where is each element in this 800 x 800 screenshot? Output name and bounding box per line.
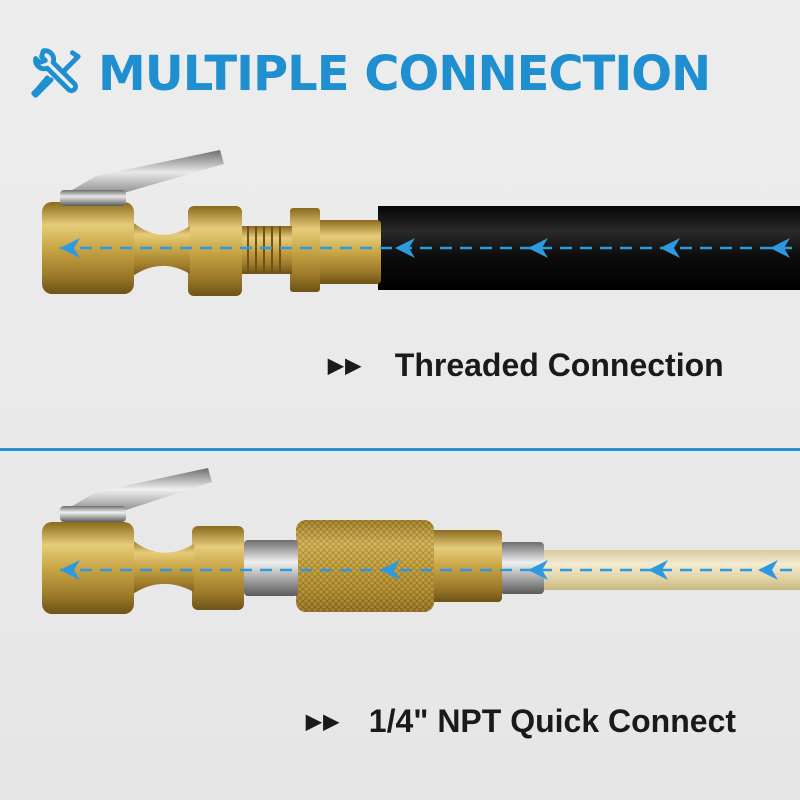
double-arrow-icon: ▶▶ [328, 354, 363, 377]
section-divider [0, 448, 800, 451]
threaded-connection-caption: ▶▶ Threaded Connection [328, 342, 724, 388]
double-arrow-icon: ▶▶ [306, 710, 341, 733]
quick-connect-caption: ▶▶ 1/4" NPT Quick Connect [306, 698, 736, 744]
air-chuck [42, 522, 134, 614]
caption-label: 1/4" NPT Quick Connect [368, 702, 737, 739]
quick-connect-illustration [0, 460, 800, 660]
caption-label: Threaded Connection [394, 346, 724, 383]
wrench-screwdriver-icon [31, 48, 81, 98]
header: MULTIPLE CONNECTION [26, 44, 711, 104]
crimp-collar [315, 220, 381, 284]
page-title: MULTIPLE CONNECTION [98, 46, 711, 102]
threaded-connection-illustration [0, 150, 800, 300]
